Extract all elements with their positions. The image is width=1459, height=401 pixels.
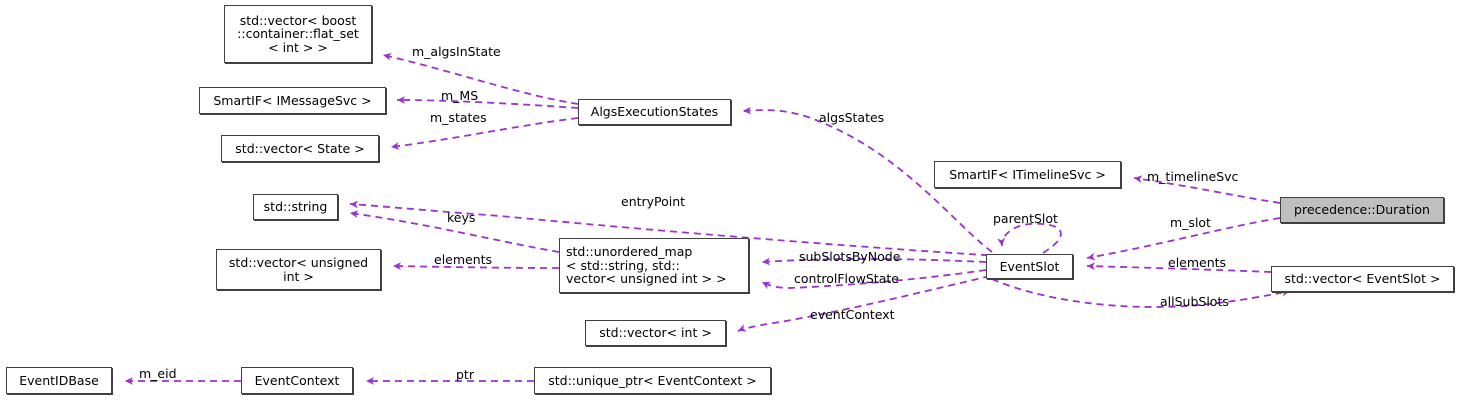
node-smartif-imessagesvc[interactable]: SmartIF< IMessageSvc > — [199, 87, 386, 114]
node-vector-state[interactable]: std::vector< State > — [221, 135, 379, 162]
node-vector-boost-flat-set[interactable]: std::vector< boost ::container::flat_set… — [224, 5, 372, 63]
edge-m_slot — [1086, 217, 1281, 261]
edge-label-ptr: ptr — [456, 367, 474, 382]
edge-label-m_states: m_states — [430, 110, 487, 125]
node-vector-int[interactable]: std::vector< int > — [585, 320, 726, 346]
node-vector-unsigned-int[interactable]: std::vector< unsigned int > — [216, 249, 381, 290]
edge-m_MS — [396, 96, 579, 109]
edge-label-m_eid: m_eid — [139, 366, 177, 381]
edge-eventContext — [737, 275, 991, 332]
edge-label-algsStates: algsStates — [819, 110, 885, 125]
edge-label-subSlotsByNode: subSlotsByNode — [799, 249, 901, 264]
edge-label-m_MS: m_MS — [441, 88, 479, 103]
edge-label-eventContext: eventContext — [810, 307, 895, 322]
edge-parentSlot — [997, 222, 1062, 254]
node-event-slot[interactable]: EventSlot — [986, 254, 1073, 279]
edge-label-parentSlot: parentSlot — [993, 211, 1058, 226]
node-unique-ptr-eventcontext[interactable]: std::unique_ptr< EventContext > — [534, 367, 771, 394]
edge-keys — [349, 210, 560, 253]
node-algs-execution-states[interactable]: AlgsExecutionStates — [578, 99, 731, 125]
edge-label-entryPoint: entryPoint — [621, 194, 686, 209]
node-std-string[interactable]: std::string — [253, 194, 338, 220]
edge-label-keys: keys — [447, 210, 476, 225]
node-vector-eventslot[interactable]: std::vector< EventSlot > — [1271, 266, 1454, 292]
node-event-id-base[interactable]: EventIDBase — [6, 367, 112, 394]
edge-label-allSubSlots: allSubSlots — [1160, 294, 1229, 309]
edge-label-elements-vec: elements — [1168, 255, 1227, 270]
edge-entryPoint — [349, 200, 1001, 257]
edge-label-controlFlowState: controlFlowState — [794, 271, 899, 286]
edge-algsStates — [742, 106, 993, 253]
edge-controlFlowState — [761, 269, 987, 290]
edge-m_algsInState — [382, 52, 579, 105]
edge-label-m_timelineSvc: m_timelineSvc — [1147, 169, 1239, 184]
edge-label-m_slot: m_slot — [1170, 215, 1211, 230]
node-unordered-map[interactable]: std::unordered_map < std::string, std:: … — [559, 238, 749, 293]
node-smartif-itimelinesvc[interactable]: SmartIF< ITimelineSvc > — [934, 161, 1121, 188]
edge-label-elements-map: elements — [434, 252, 493, 267]
edge-elements-map — [392, 262, 560, 271]
edge-subSlotsByNode — [761, 257, 987, 266]
edge-label-m_algsInState: m_algsInState — [412, 44, 501, 59]
edge-elements-vec — [1086, 262, 1272, 273]
node-precedence-duration[interactable]: precedence::Duration — [1280, 197, 1444, 223]
edge-m_timelineSvc — [1133, 175, 1281, 204]
node-event-context[interactable]: EventContext — [241, 367, 353, 394]
edge-allSubSlots — [991, 278, 1291, 308]
